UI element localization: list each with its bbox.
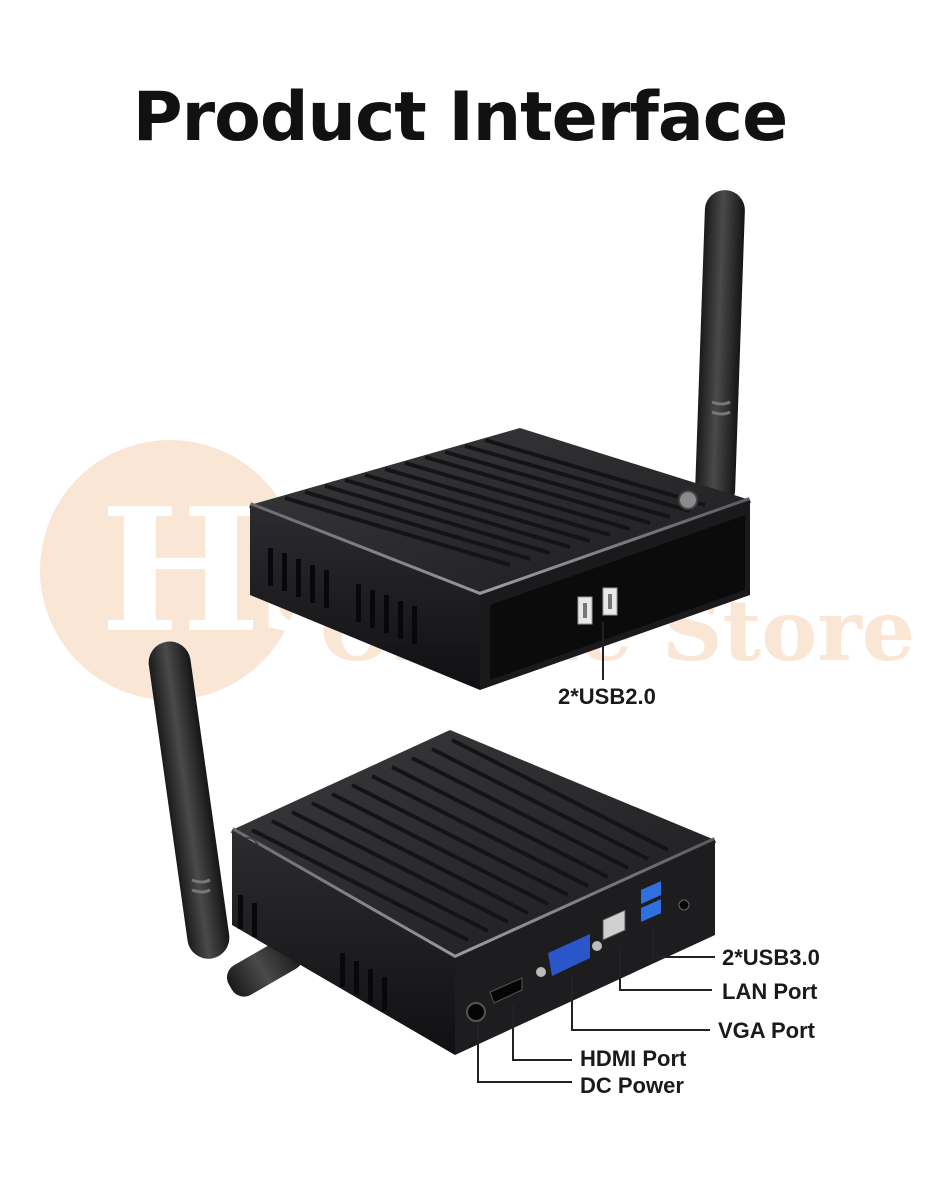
antenna-rear: [695, 190, 745, 510]
callout-hdmi: HDMI Port: [580, 1046, 687, 1071]
callout-usb2: 2*USB2.0: [558, 684, 656, 709]
usb2-ports: [577, 587, 618, 625]
mini-pc-front-view: [248, 190, 751, 690]
callout-usb3: 2*USB3.0: [722, 945, 820, 970]
usb3-ports: [641, 881, 661, 922]
vga-port: [536, 934, 602, 977]
dc-power-jack: [466, 1002, 486, 1022]
callout-dc-power: DC Power: [580, 1073, 684, 1098]
mini-pc-rear-view: [148, 641, 717, 1055]
callout-lan: LAN Port: [722, 979, 818, 1004]
callout-lines: [477, 622, 715, 1083]
callout-vga: VGA Port: [718, 1018, 815, 1043]
page-title: Product Interface: [132, 78, 788, 157]
lan-port: [602, 909, 626, 941]
hdmi-port: [489, 977, 523, 1004]
